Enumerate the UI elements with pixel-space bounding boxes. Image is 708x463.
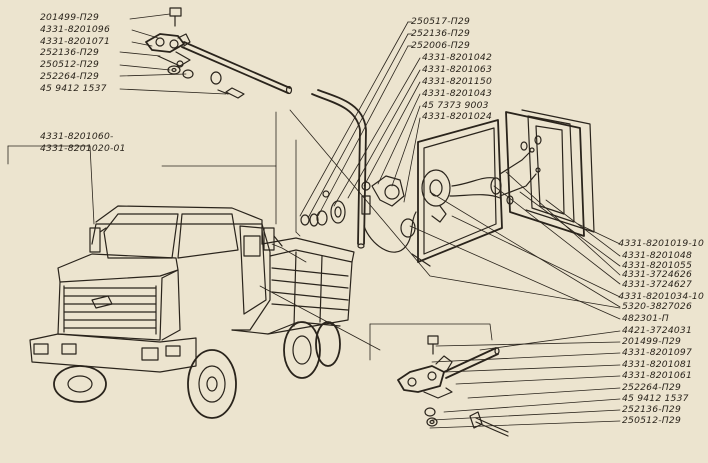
part-number-label: 4331-8201020-01 [40,143,126,154]
part-number-label: 4331-8201024 [422,111,493,122]
part-number-label: 4331-8201071 [40,36,111,47]
part-number-label: 4331-3724626 [622,269,693,280]
part-number-label: 250512-П29 [40,59,99,70]
mirror-head-assembly [295,21,595,267]
part-number-label: 252264-П29 [40,71,99,82]
part-number-label: 250512-П29 [622,415,681,426]
part-number-label: 4331-8201042 [422,52,493,63]
upper-bracket-assembly [119,7,293,99]
part-number-label: 4331-3724627 [622,279,693,290]
lower-bracket-assembly [397,335,509,437]
part-number-label: 45 9412 1537 [622,393,689,404]
part-number-label: 250517-П29 [411,16,470,27]
part-number-label: 4331-8201097 [622,347,693,358]
part-number-label: 201499-П29 [622,336,681,347]
part-number-label: 5320-3827026 [622,301,693,312]
part-number-label: 4331-8201048 [622,250,693,261]
part-number-label: 4331-8201060- [40,131,114,142]
part-number-label: 4331-8201055 [622,260,693,271]
part-number-label: 252136-П29 [622,404,681,415]
part-number-label: 482301-П [622,313,669,324]
part-number-label: 4331-8201019-10 [618,238,704,249]
part-number-label: 4331-8201081 [622,359,693,370]
part-number-label: 45 9412 1537 [40,83,107,94]
part-number-label: 201499-П29 [40,12,99,23]
part-number-label: 4331-8201043 [422,88,493,99]
part-number-label: 4421-3724031 [622,325,693,336]
right-leader-lines [289,109,621,429]
part-number-label: 252006-П29 [411,40,470,51]
part-number-label: 45 7373 9003 [422,100,489,111]
part-number-label: 4331-8201063 [422,64,493,75]
part-number-label: 252136-П29 [40,47,99,58]
part-number-label: 4331-8201150 [422,76,493,87]
part-number-label: 4331-8201034-10 [618,291,704,302]
part-number-label: 4331-8201096 [40,24,111,35]
truck-illustration [7,111,381,419]
part-number-label: 252264-П29 [622,382,681,393]
part-number-label: 252136-П29 [411,28,470,39]
part-number-label: 4331-8201061 [622,370,693,381]
